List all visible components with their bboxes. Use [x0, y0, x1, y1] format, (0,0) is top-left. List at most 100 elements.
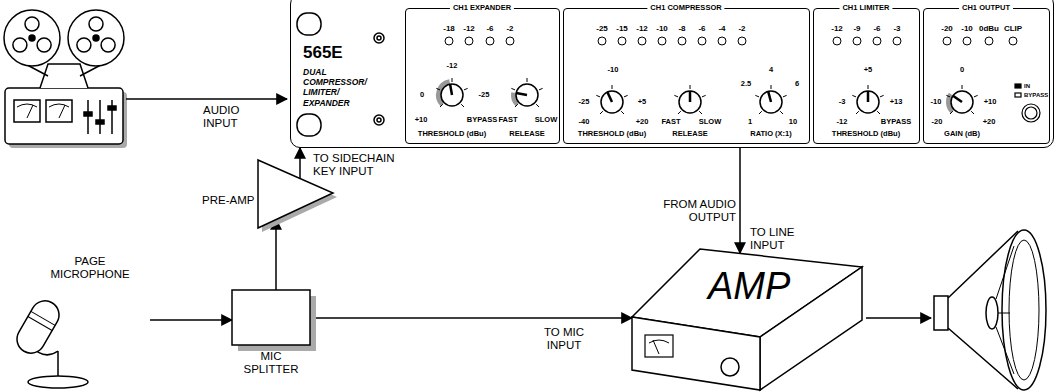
meter-led — [465, 37, 473, 45]
control-label: RATIO (X:1) — [750, 130, 792, 138]
control-label: -20 — [932, 118, 943, 126]
section-heading: CH1 LIMITER — [839, 3, 892, 12]
meter-led — [1009, 37, 1017, 45]
tape-recorder — [96, 120, 104, 124]
amplifier-outline — [645, 335, 673, 357]
rotary-knob — [515, 104, 518, 107]
meter-led — [873, 37, 881, 45]
control-label: THRESHOLD (dBu) — [832, 130, 900, 138]
tape-recorder — [14, 100, 40, 122]
rotary-knob — [678, 111, 681, 114]
pre-amp-label: PRE-AMP — [202, 194, 254, 207]
meter-scale: -2 — [738, 25, 745, 34]
rotary-knob — [755, 95, 759, 97]
meter-scale: -3 — [893, 25, 900, 34]
connection-label: TO MIC INPUT — [538, 326, 590, 352]
rotary-knob — [621, 111, 624, 114]
meter-led — [486, 37, 494, 45]
control-label: BYPASS — [1024, 92, 1048, 99]
rotary-knob — [857, 91, 879, 113]
tape-recorder — [37, 38, 51, 52]
rotary-knob — [596, 95, 600, 97]
meter-scale: -10 — [656, 25, 668, 34]
tape-recorder — [17, 104, 69, 118]
connection-label: FROM AUDIO OUTPUT — [656, 198, 736, 224]
rotary-knob — [601, 91, 623, 113]
rotary-knob — [780, 111, 783, 114]
section-heading: CH1 OUTPUT — [959, 3, 1013, 12]
rotary-knob — [527, 78, 528, 82]
tape-recorder — [108, 106, 116, 110]
signal-connector — [150, 319, 232, 321]
rotary-knob — [674, 95, 678, 97]
rotary-knob — [600, 111, 603, 114]
rotary-knob — [880, 95, 884, 97]
page-microphone-outline — [12, 296, 64, 358]
meter-led — [698, 37, 706, 45]
bypass-switch — [1015, 84, 1040, 122]
rack-hardware — [374, 33, 384, 43]
control-label: SLOW — [699, 118, 722, 126]
signal-connector — [275, 219, 277, 290]
tape-recorder — [101, 38, 115, 52]
rotary-knob — [450, 84, 452, 95]
rotary-knob — [868, 85, 869, 89]
rotary-knob — [771, 85, 772, 89]
rotary-knob — [689, 91, 692, 102]
tape-recorder — [46, 100, 72, 122]
signal-connector — [310, 317, 632, 319]
amp-label: AMP — [708, 265, 790, 309]
control-label: +20 — [636, 118, 649, 126]
section-heading: CH1 COMPRESSOR — [647, 3, 724, 12]
rotary-knob — [760, 91, 782, 113]
model-number: 565E — [303, 43, 343, 63]
control-label: +20 — [983, 118, 996, 126]
rotary-knob — [974, 95, 978, 97]
rotary-knob — [867, 91, 870, 102]
rotary-knob — [612, 85, 613, 89]
rotary-knob — [852, 95, 856, 97]
meter-scale: -9 — [853, 25, 860, 34]
meter-scale: -8 — [678, 25, 685, 34]
control-label: SLOW — [535, 116, 558, 124]
meter-led — [985, 37, 993, 45]
rack-hardware — [377, 118, 381, 122]
control-label: THRESHOLD (dBu) — [578, 130, 646, 138]
tape-recorder — [25, 17, 39, 31]
rotary-knob — [690, 85, 691, 89]
rotary-knob — [699, 111, 702, 114]
meter-scale: 0dBu — [979, 25, 999, 34]
signal-label: AUDIO INPUT — [203, 104, 251, 130]
tape-recorder — [29, 35, 35, 41]
bypass-switch — [1022, 104, 1040, 122]
control-label: -25 — [479, 91, 490, 99]
rotary-knob — [452, 78, 453, 82]
control-label: 0 — [960, 66, 964, 74]
control-label: +5 — [638, 98, 647, 106]
page-microphone-outline — [28, 311, 55, 330]
mic-splitter-outline — [232, 290, 316, 351]
tape-recorder — [13, 38, 27, 52]
meter-led — [445, 37, 453, 45]
signal-label: TO LINE INPUT — [750, 226, 805, 252]
signal-connector — [299, 148, 301, 179]
rotary-knob — [516, 93, 527, 95]
rack-hardware — [374, 115, 384, 125]
rotary-knob — [440, 104, 443, 107]
rotary-knob — [436, 78, 468, 107]
splitter-label: MIC SPLITTER — [240, 350, 302, 376]
page-microphone: PAGE MICROPHONE — [10, 255, 150, 390]
rack-hardware — [297, 13, 321, 35]
meter-led — [718, 37, 726, 45]
rotary-knob — [768, 91, 771, 102]
meter-scale: -6 — [698, 25, 705, 34]
rack-hardware — [297, 13, 384, 136]
control-label: BYPASS — [467, 116, 497, 124]
connection-label: TO SIDECHAIN KEY INPUT — [313, 152, 408, 178]
tape-recorder — [93, 35, 99, 41]
meter-led — [893, 37, 901, 45]
control-label: -12 — [837, 118, 848, 126]
meter-scale: -4 — [718, 25, 725, 34]
rotary-knob — [436, 88, 440, 90]
